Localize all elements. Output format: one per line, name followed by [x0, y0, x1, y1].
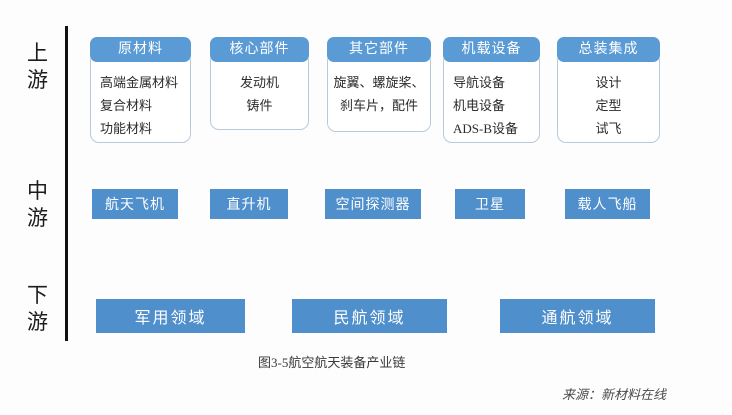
midstream-chip-space-probe[interactable]: 空间探测器 — [325, 189, 421, 219]
stage-label-upstream-line1: 上 — [27, 41, 49, 65]
upstream-card-raw-materials-item-0: 高端金属材料 — [100, 75, 179, 90]
upstream-card-other-components-item-1: 刹车片，配件 — [339, 98, 418, 113]
stage-label-midstream-line2: 游 — [27, 206, 49, 230]
stage-label-downstream-line2: 游 — [27, 310, 49, 334]
downstream-chip-general-aviation[interactable]: 通航领域 — [500, 299, 655, 333]
stage-label-upstream-line2: 游 — [27, 68, 49, 92]
figure-caption: 图3-5航空航天装备产业链 — [258, 355, 406, 370]
figure-source: 来源：新材料在线 — [562, 387, 667, 402]
midstream-chip-helicopter[interactable]: 直升机 — [210, 189, 288, 219]
upstream-card-other-components-item-0: 旋翼、螺旋桨、 — [333, 75, 425, 90]
stage-label-midstream-line1: 中 — [27, 179, 49, 203]
upstream-card-core-components-title: 核心部件 — [210, 37, 309, 62]
upstream-card-other-components[interactable]: 旋翼、螺旋桨、 刹车片，配件 其它部件 — [327, 37, 431, 132]
upstream-card-other-components-title: 其它部件 — [327, 37, 431, 62]
stage-label-upstream: 上 游 — [16, 40, 60, 94]
stage-axis-rule — [65, 26, 68, 341]
upstream-card-raw-materials-item-2: 功能材料 — [100, 121, 153, 136]
upstream-card-final-assembly-title: 总装集成 — [557, 37, 660, 62]
upstream-card-final-assembly-item-0: 设计 — [595, 75, 622, 90]
upstream-card-core-components-item-1: 铸件 — [246, 98, 273, 113]
stage-label-downstream: 下 游 — [16, 282, 60, 336]
upstream-card-airborne-equipment-item-2: ADS-B设备 — [453, 121, 519, 136]
upstream-card-raw-materials-body: 高端金属材料 复合材料 功能材料 — [90, 52, 191, 143]
midstream-chip-space-shuttle[interactable]: 航天飞机 — [92, 189, 178, 219]
upstream-card-final-assembly-body: 设计 定型 试飞 — [557, 52, 660, 143]
upstream-card-airborne-equipment-item-0: 导航设备 — [453, 75, 506, 90]
stage-label-midstream: 中 游 — [16, 178, 60, 232]
downstream-chip-military[interactable]: 军用领域 — [96, 299, 245, 333]
upstream-card-raw-materials-item-1: 复合材料 — [100, 98, 153, 113]
stage-label-downstream-line1: 下 — [27, 283, 49, 307]
upstream-card-core-components[interactable]: 发动机 铸件 核心部件 — [210, 37, 309, 130]
upstream-card-airborne-equipment-title: 机载设备 — [443, 37, 540, 62]
upstream-card-core-components-item-0: 发动机 — [239, 75, 279, 90]
upstream-card-airborne-equipment-item-1: 机电设备 — [453, 98, 506, 113]
midstream-chip-satellite[interactable]: 卫星 — [455, 189, 525, 219]
upstream-card-airborne-equipment[interactable]: 导航设备 机电设备 ADS-B设备 机载设备 — [443, 37, 540, 143]
upstream-card-core-components-body: 发动机 铸件 — [210, 52, 309, 130]
upstream-card-final-assembly-item-2: 试飞 — [595, 121, 622, 136]
upstream-card-other-components-body: 旋翼、螺旋桨、 刹车片，配件 — [327, 52, 431, 132]
upstream-card-raw-materials-title: 原材料 — [90, 37, 191, 62]
upstream-card-raw-materials[interactable]: 高端金属材料 复合材料 功能材料 原材料 — [90, 37, 191, 143]
upstream-card-airborne-equipment-body: 导航设备 机电设备 ADS-B设备 — [443, 52, 540, 143]
upstream-card-final-assembly[interactable]: 设计 定型 试飞 总装集成 — [557, 37, 660, 143]
downstream-chip-civil-aviation[interactable]: 民航领域 — [292, 299, 447, 333]
midstream-chip-manned-spacecraft[interactable]: 载人飞船 — [565, 189, 650, 219]
upstream-card-final-assembly-item-1: 定型 — [595, 98, 622, 113]
